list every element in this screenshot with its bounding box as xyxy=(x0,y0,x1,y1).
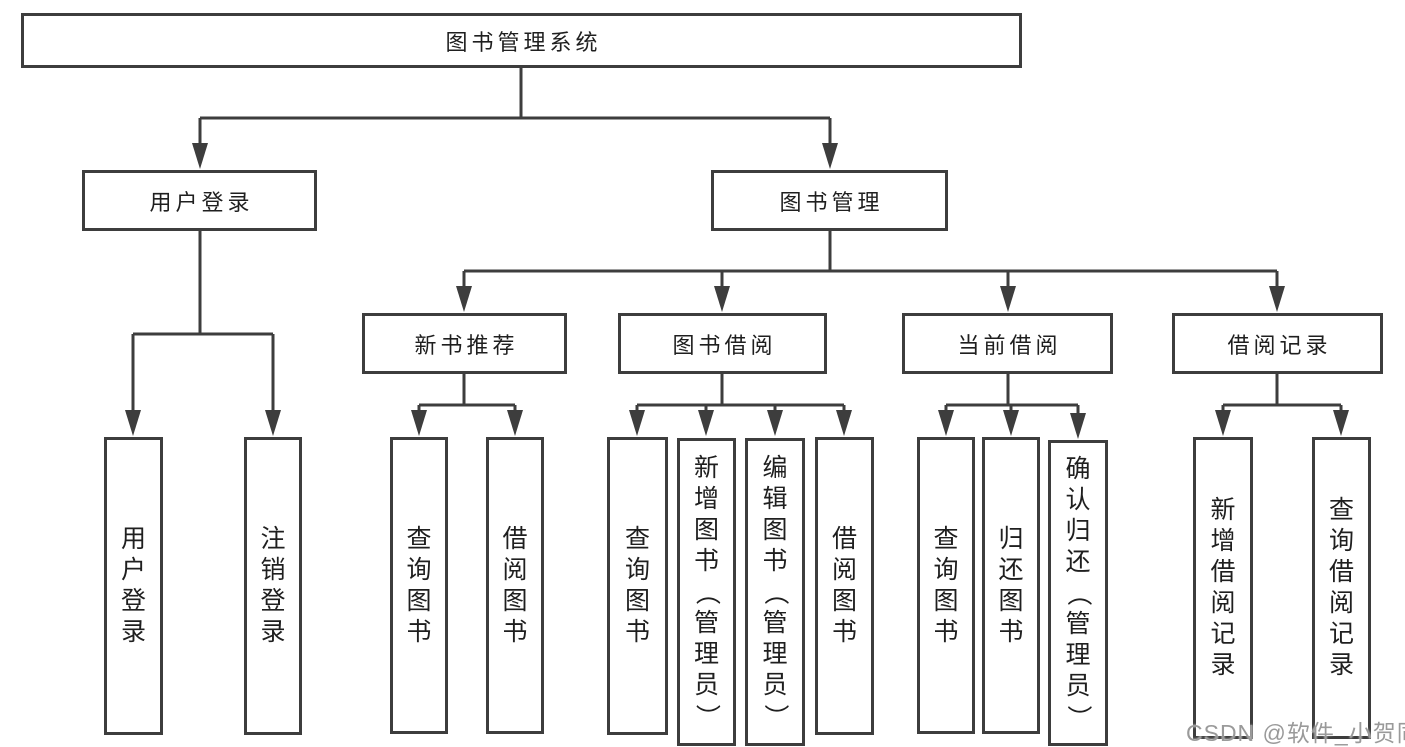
leaf-current-query-books: 查询图书 xyxy=(917,437,975,734)
leaf-confirm-return-admin: 确认归还（管理员） xyxy=(1048,440,1108,746)
arrowhead xyxy=(714,286,730,312)
leaf-recommend-borrow-books: 借阅图书 xyxy=(486,437,544,734)
node-borrowing-records: 借阅记录 xyxy=(1172,313,1383,374)
node-current-borrowing: 当前借阅 xyxy=(902,313,1113,374)
arrowhead xyxy=(1070,413,1086,439)
arrowhead xyxy=(1000,286,1016,312)
leaf-edit-book-admin: 编辑图书（管理员） xyxy=(745,438,805,746)
leaf-user-login: 用户登录 xyxy=(104,437,163,735)
arrowhead xyxy=(1269,286,1285,312)
arrowhead xyxy=(836,410,852,436)
leaf-add-book-admin: 新增图书（管理员） xyxy=(677,438,736,746)
arrowhead xyxy=(192,143,208,169)
arrowhead xyxy=(698,410,714,436)
leaf-recommend-query-books: 查询图书 xyxy=(390,437,448,734)
arrowhead xyxy=(629,410,645,436)
leaf-logout: 注销登录 xyxy=(244,437,302,735)
leaf-borrowing-borrow-books: 借阅图书 xyxy=(815,437,874,735)
leaf-borrowing-query-books: 查询图书 xyxy=(607,437,668,735)
node-book-borrowing: 图书借阅 xyxy=(618,313,827,374)
arrowhead xyxy=(1215,410,1231,436)
arrowhead xyxy=(767,410,783,436)
csdn-watermark: CSDN @软件_小贺同学 xyxy=(1186,720,1405,746)
arrowhead xyxy=(822,143,838,169)
arrowhead xyxy=(125,410,141,436)
arrowhead xyxy=(265,410,281,436)
node-user-login: 用户登录 xyxy=(82,170,317,231)
arrowhead xyxy=(1003,410,1019,436)
arrowhead xyxy=(938,410,954,436)
leaf-query-borrow-record: 查询借阅记录 xyxy=(1312,437,1371,739)
node-new-book-recommend: 新书推荐 xyxy=(362,313,567,374)
arrowhead xyxy=(1333,410,1349,436)
leaf-return-books: 归还图书 xyxy=(982,437,1040,734)
leaf-add-borrow-record: 新增借阅记录 xyxy=(1193,437,1253,739)
node-book-management: 图书管理 xyxy=(711,170,948,231)
node-root-library-management-system: 图书管理系统 xyxy=(21,13,1022,68)
arrowhead xyxy=(456,286,472,312)
arrowhead xyxy=(507,410,523,436)
arrowhead xyxy=(411,410,427,436)
